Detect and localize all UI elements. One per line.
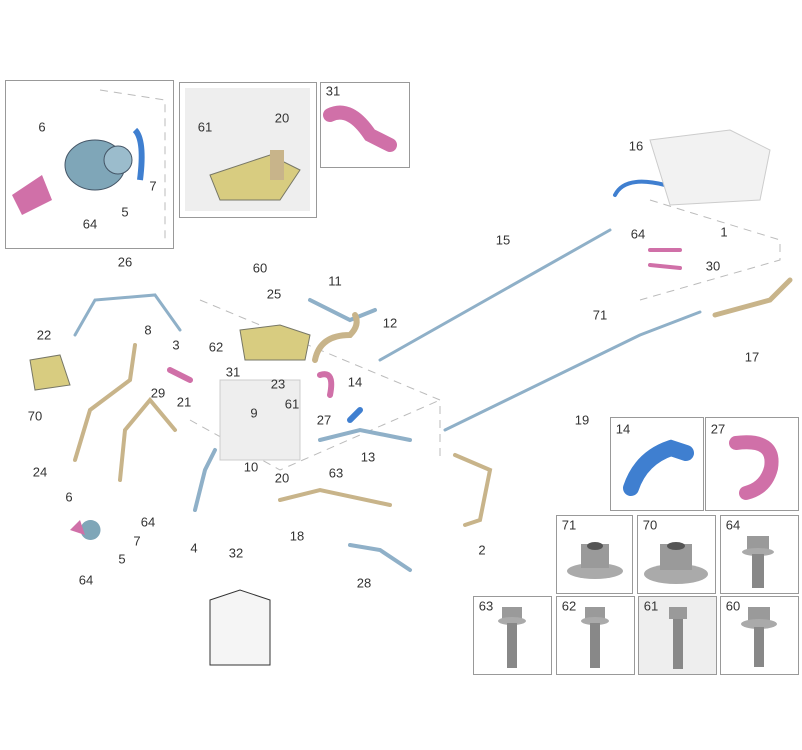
inset-water-pump <box>5 80 174 249</box>
callout: 61 <box>284 396 300 412</box>
detail-box-14: 14 <box>610 417 704 511</box>
callout: 18 <box>289 528 305 544</box>
callout: 70 <box>27 408 43 424</box>
callout: 25 <box>266 286 282 302</box>
callout: 9 <box>250 405 258 421</box>
detail-label: 14 <box>615 421 631 437</box>
callout: 11 <box>328 273 342 289</box>
callout: 12 <box>382 315 398 331</box>
detail-box-62: 62 <box>556 596 635 675</box>
callout: 4 <box>190 540 198 556</box>
callout: 64 <box>82 216 98 232</box>
inset-hose-31 <box>320 82 410 168</box>
detail-label: 61 <box>643 598 659 614</box>
engine-detail-inset <box>185 88 310 211</box>
detail-box-64: 64 <box>720 515 799 594</box>
part-22 <box>29 354 71 391</box>
callout: 24 <box>32 464 48 480</box>
callout: 21 <box>176 394 192 410</box>
engine-block <box>219 379 301 461</box>
callout: 8 <box>144 322 152 338</box>
callout: 5 <box>121 204 129 220</box>
callout: 20 <box>274 110 290 126</box>
callout: 71 <box>592 307 608 323</box>
detail-box-27: 27 <box>705 417 799 511</box>
detail-label: 64 <box>725 517 741 533</box>
parts <box>73 179 793 572</box>
callout: 22 <box>36 327 52 343</box>
callout: 6 <box>38 119 46 135</box>
callout: 7 <box>133 533 141 549</box>
callout: 62 <box>208 339 224 355</box>
callout: 64 <box>140 514 156 530</box>
callout: 7 <box>149 178 157 194</box>
callout: 63 <box>328 465 344 481</box>
inset-engine-detail <box>179 82 317 218</box>
detail-label: 62 <box>561 598 577 614</box>
callout: 26 <box>117 254 133 270</box>
coolant-canister <box>209 589 271 666</box>
callout: 31 <box>225 364 241 380</box>
detail-label: 60 <box>725 598 741 614</box>
callout: 15 <box>495 232 511 248</box>
callout: 20 <box>274 470 290 486</box>
detail-box-61: 61 <box>638 596 717 675</box>
detail-label: 71 <box>561 517 577 533</box>
detail-box-60: 60 <box>720 596 799 675</box>
expansion-tank <box>239 324 311 361</box>
callout: 16 <box>628 138 644 154</box>
callout: 14 <box>347 374 363 390</box>
callout: 28 <box>356 575 372 591</box>
hose-31-image <box>323 105 397 152</box>
detail-label: 27 <box>710 421 726 437</box>
callout: 60 <box>252 260 268 276</box>
callout: 2 <box>478 542 486 558</box>
detail-label: 63 <box>478 598 494 614</box>
callout: 5 <box>118 551 126 567</box>
detail-box-70: 70 <box>637 515 716 594</box>
callout: 31 <box>325 83 341 99</box>
callout: 1 <box>720 224 728 240</box>
callout: 27 <box>316 412 332 428</box>
callout: 10 <box>243 459 259 475</box>
callout: 6 <box>65 489 73 505</box>
callout: 64 <box>78 572 94 588</box>
callout: 23 <box>270 376 286 392</box>
callout: 64 <box>630 226 646 242</box>
callout: 61 <box>197 119 213 135</box>
detail-box-71: 71 <box>556 515 633 594</box>
callout: 19 <box>574 412 590 428</box>
callout: 29 <box>150 385 166 401</box>
engine-rear <box>649 129 771 206</box>
callout: 17 <box>744 349 760 365</box>
callout: 3 <box>172 337 180 353</box>
callout: 30 <box>705 258 721 274</box>
callout: 32 <box>228 545 244 561</box>
detail-label: 70 <box>642 517 658 533</box>
water-pump-inset <box>12 127 145 215</box>
callout: 13 <box>360 449 376 465</box>
detail-box-63: 63 <box>473 596 552 675</box>
